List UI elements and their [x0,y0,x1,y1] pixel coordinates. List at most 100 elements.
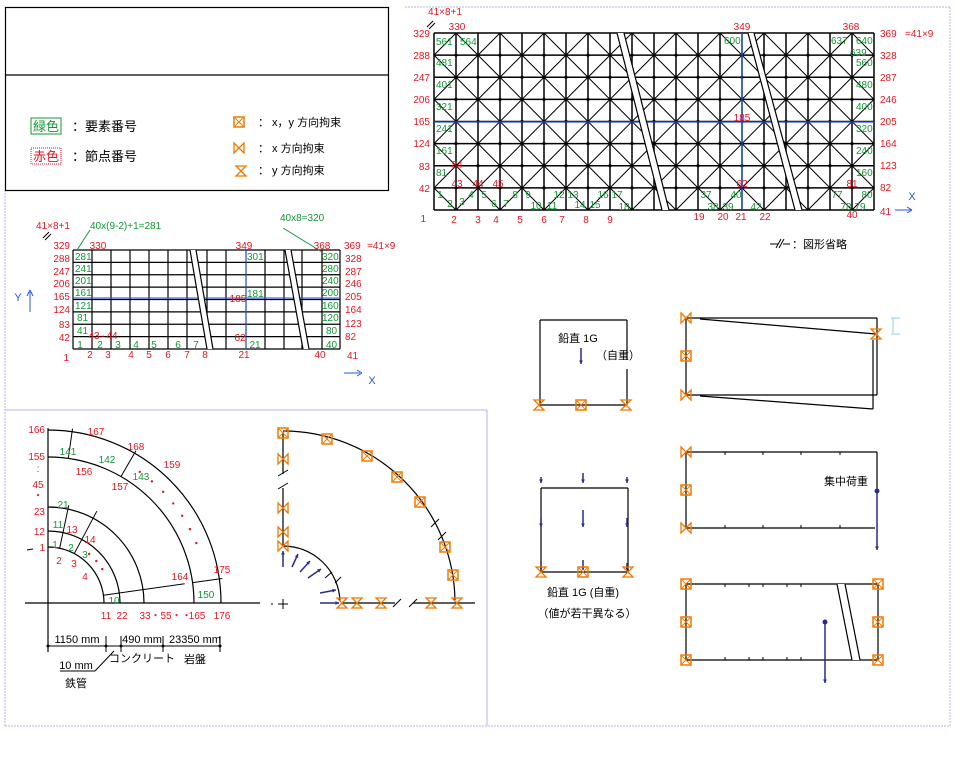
mesh-diagonal [785,99,809,122]
mesh-node-dot [586,142,590,146]
mesh-diagonal [587,143,611,167]
mesh-diagonal [851,165,875,189]
element-label: 40 [730,190,742,201]
x-fixed-support-icon [277,452,289,466]
arrow-head-icon [625,523,629,527]
support-cross [873,579,883,589]
arrow-head-icon [332,588,336,593]
mesh-diagonal [697,76,721,100]
mesh-diagonal [565,32,589,56]
node-label: 5 [517,215,523,226]
node-label: 43 [88,331,100,342]
support-box [872,616,884,628]
dimension-dot [161,644,165,648]
break-line [753,32,803,211]
mesh-node-dot [828,75,832,79]
mesh-diagonal [631,32,655,56]
node-label: 6 [165,350,171,361]
mesh-diagonal [785,143,809,167]
xy-fixed-support-icon [414,496,426,508]
mesh-diagonal [433,54,457,78]
mesh-diagonal [829,121,853,144]
mesh-diagonal [521,165,545,189]
quarter-arc [47,456,195,604]
element-label: 560 [856,58,873,69]
mesh-node-dot [696,164,700,168]
mesh-diagonal [565,165,589,189]
break-line [284,249,304,350]
break-mark [324,571,333,579]
mesh-diagonal [477,121,501,144]
support-box [577,566,589,578]
y-fixed-support-icon [424,597,438,609]
element-number-legend: ：要素番号 [72,119,137,134]
node-label: 185 [734,113,751,124]
radial-line [59,505,70,549]
mesh-node-dot [630,97,634,101]
mesh-diagonal [741,121,765,144]
arrow-right-icon [356,369,363,377]
mesh-node-dot [630,53,634,57]
mesh-diagonal [433,187,457,211]
break-band [837,584,860,660]
node-label: 206 [53,279,70,290]
mesh-diagonal [455,165,479,189]
mesh-diagonal [763,54,787,78]
mesh-diagonal [697,187,721,211]
node-label: 165 [53,292,70,303]
pipe-label: 鉄管 [65,676,87,690]
mesh-diagonal [455,76,479,100]
omit-symbol [775,238,782,249]
support-box [680,616,692,628]
element-label: 6 [175,340,181,351]
element-label: 40 [326,340,338,351]
omit-legend: ：図形省略 [792,237,847,251]
arrow-head-icon [625,479,629,483]
mesh-diagonal [785,54,809,78]
mesh-diagonal [543,54,567,78]
node-label: 7 [559,215,565,226]
mesh-node-dot [454,186,458,190]
mesh-diagonal [609,121,633,144]
element-label: 42 [750,202,762,213]
mesh-diagonal [719,143,743,167]
element-label: 3 [115,340,121,351]
element-label: 12 [553,190,565,201]
node-formula-right: =41×9 [367,241,396,252]
break-band [748,33,802,210]
node-label: 123 [345,319,362,330]
mesh-diagonal [521,76,545,100]
mesh-diagonal [499,143,523,167]
element-label: 13 [567,190,579,201]
xy-fixed-support-icon [872,578,884,590]
element-label: 150 [198,590,215,601]
element-label: 79 [854,202,866,213]
node-label: 123 [880,161,897,172]
element-label: 81 [436,168,448,179]
quarter-arc [47,429,222,604]
mesh-diagonal [587,165,611,189]
continuation-dot [87,552,91,556]
support-cross [415,497,425,507]
node-label: 328 [880,51,897,62]
node-label: 13 [66,525,78,536]
green-tag-label: 緑色 [33,119,59,134]
node-label: 45 [32,480,44,491]
mesh-diagonal [609,165,633,189]
mesh-node-dot [762,142,766,146]
radial-line [192,578,223,584]
mesh-diagonal [719,121,743,144]
xy-fixed-support-icon [439,541,451,553]
arrow-head-icon [335,601,339,605]
mesh-node-dot [850,97,854,101]
continuation-dot [188,527,192,531]
mesh-diagonal [653,54,677,78]
element-label: 401 [436,80,453,91]
arrow-head-icon [823,679,827,683]
support-box [277,427,289,439]
omit-mark [44,233,52,241]
mesh-diagonal [763,187,787,211]
mesh-diagonal [851,32,875,56]
node-label: 329 [413,29,430,40]
continuation-dot [150,480,154,483]
